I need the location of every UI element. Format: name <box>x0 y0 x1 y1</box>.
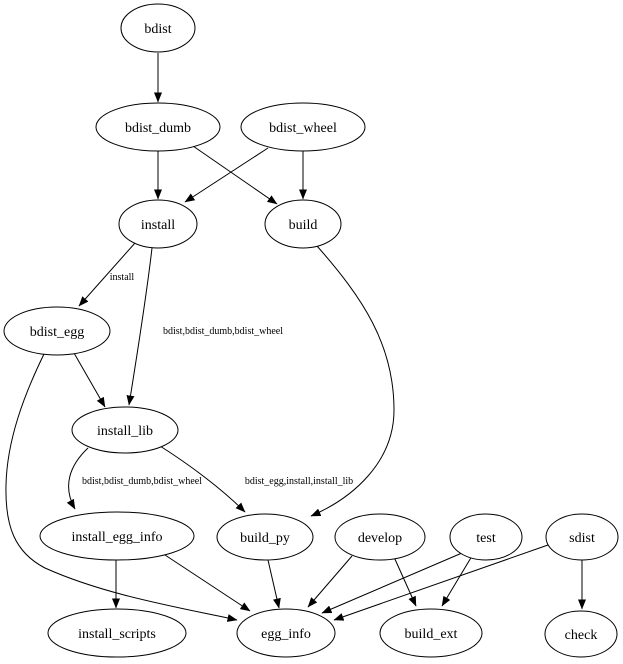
edge-test-to-egg_info <box>321 552 463 614</box>
edges-layer: installbdist,bdist_dumb,bdist_wheelbdist… <box>5 53 586 622</box>
node-label-develop: develop <box>358 531 402 546</box>
edge-bdist_wheel-to-install <box>184 147 269 203</box>
node-label-test: test <box>476 531 496 546</box>
node-label-build: build <box>289 218 318 233</box>
node-ellipse-test <box>449 513 523 561</box>
node-ellipse-build_py <box>216 513 314 561</box>
node-ellipse-bdist_egg <box>3 306 111 356</box>
edge-develop-to-egg_info <box>307 555 353 608</box>
node-label-bdist_wheel: bdist_wheel <box>269 121 337 136</box>
node-label-build_ext: build_ext <box>405 627 458 642</box>
node-ellipse-install_scripts <box>47 608 187 658</box>
node-ellipse-install_egg_info <box>39 511 195 561</box>
node-label-install: install <box>141 218 175 233</box>
node-label-bdist_dumb: bdist_dumb <box>125 121 191 136</box>
node-install: install <box>118 199 198 249</box>
node-build_py: build_py <box>216 513 314 561</box>
node-test: test <box>449 513 523 561</box>
edge-label-install_lib-to-build_py: bdist_egg,install,install_lib <box>245 476 353 487</box>
node-ellipse-egg_info <box>236 608 336 658</box>
node-ellipse-build_ext <box>379 608 483 658</box>
node-label-install_scripts: install_scripts <box>78 627 156 642</box>
node-label-check: check <box>565 628 598 643</box>
edge-sdist-to-egg_info <box>333 544 549 621</box>
node-build: build <box>264 199 342 249</box>
node-ellipse-develop <box>334 513 426 561</box>
node-build_ext: build_ext <box>379 608 483 658</box>
edge-test-to-build_ext <box>441 555 473 607</box>
edge-label-install-to-bdist_egg: install <box>110 272 135 283</box>
edge-install-to-bdist_egg <box>78 242 136 307</box>
edge-bdist_dumb-to-build <box>192 145 278 205</box>
node-bdist_egg: bdist_egg <box>3 306 111 356</box>
node-ellipse-bdist_wheel <box>240 102 366 152</box>
edge-label-install-to-install_lib: bdist,bdist_dumb,bdist_wheel <box>163 326 283 337</box>
node-install_lib: install_lib <box>71 406 179 454</box>
edge-bdist_egg-to-egg_info <box>5 353 238 622</box>
edge-label-install_lib-to-install_egg_info: bdist,bdist_dumb,bdist_wheel <box>82 476 202 487</box>
node-ellipse-bdist_dumb <box>95 102 221 152</box>
node-label-sdist: sdist <box>569 531 595 546</box>
edge-build-to-build_py <box>310 245 395 517</box>
node-install_scripts: install_scripts <box>47 608 187 658</box>
node-install_egg_info: install_egg_info <box>39 511 195 561</box>
edge-bdist_egg-to-install_lib <box>73 352 106 408</box>
edge-install_egg_info-to-egg_info <box>164 554 251 612</box>
edge-install_lib-to-install_egg_info <box>66 447 89 510</box>
node-ellipse-install <box>118 199 198 249</box>
node-label-install_lib: install_lib <box>97 424 153 439</box>
node-ellipse-build <box>264 199 342 249</box>
node-bdist_dumb: bdist_dumb <box>95 102 221 152</box>
node-bdist: bdist <box>120 3 196 53</box>
node-develop: develop <box>334 513 426 561</box>
node-ellipse-bdist <box>120 3 196 53</box>
node-ellipse-sdist <box>545 513 619 561</box>
edge-develop-to-build_ext <box>393 556 417 607</box>
node-ellipse-install_lib <box>71 406 179 454</box>
node-ellipse-check <box>544 610 618 658</box>
node-sdist: sdist <box>545 513 619 561</box>
node-label-install_egg_info: install_egg_info <box>72 530 163 545</box>
node-bdist_wheel: bdist_wheel <box>240 102 366 152</box>
node-check: check <box>544 610 618 658</box>
node-label-bdist_egg: bdist_egg <box>30 325 84 340</box>
node-label-build_py: build_py <box>240 531 290 546</box>
edge-install_lib-to-build_py <box>159 445 246 513</box>
edge-build_py-to-egg_info <box>267 559 281 609</box>
edge-install-to-install_lib <box>126 247 153 406</box>
node-label-egg_info: egg_info <box>261 627 311 642</box>
node-label-bdist: bdist <box>144 22 171 37</box>
node-egg_info: egg_info <box>236 608 336 658</box>
